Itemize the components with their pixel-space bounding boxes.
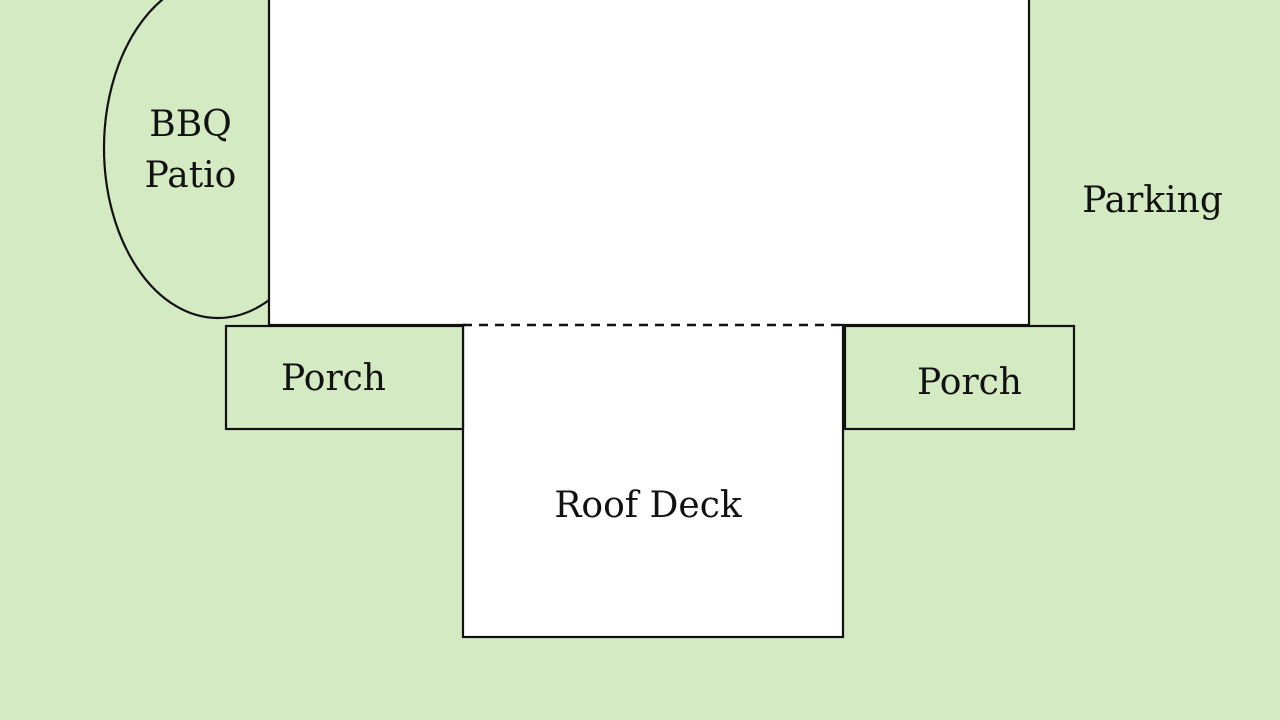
bbq-label-line2: Patio — [144, 155, 237, 196]
main-building-shape — [267, 0, 1031, 327]
porch-left-shape — [224, 324, 465, 431]
parking-label: Parking — [1082, 180, 1223, 221]
porch-left-label: Porch — [281, 358, 386, 399]
porch-right-label: Porch — [917, 362, 1022, 403]
roof-deck-label: Roof Deck — [554, 485, 742, 526]
bbq-label-line1: BBQ — [149, 104, 232, 145]
porch-right-shape — [843, 324, 1076, 431]
roof-deck-shape — [461, 323, 845, 639]
